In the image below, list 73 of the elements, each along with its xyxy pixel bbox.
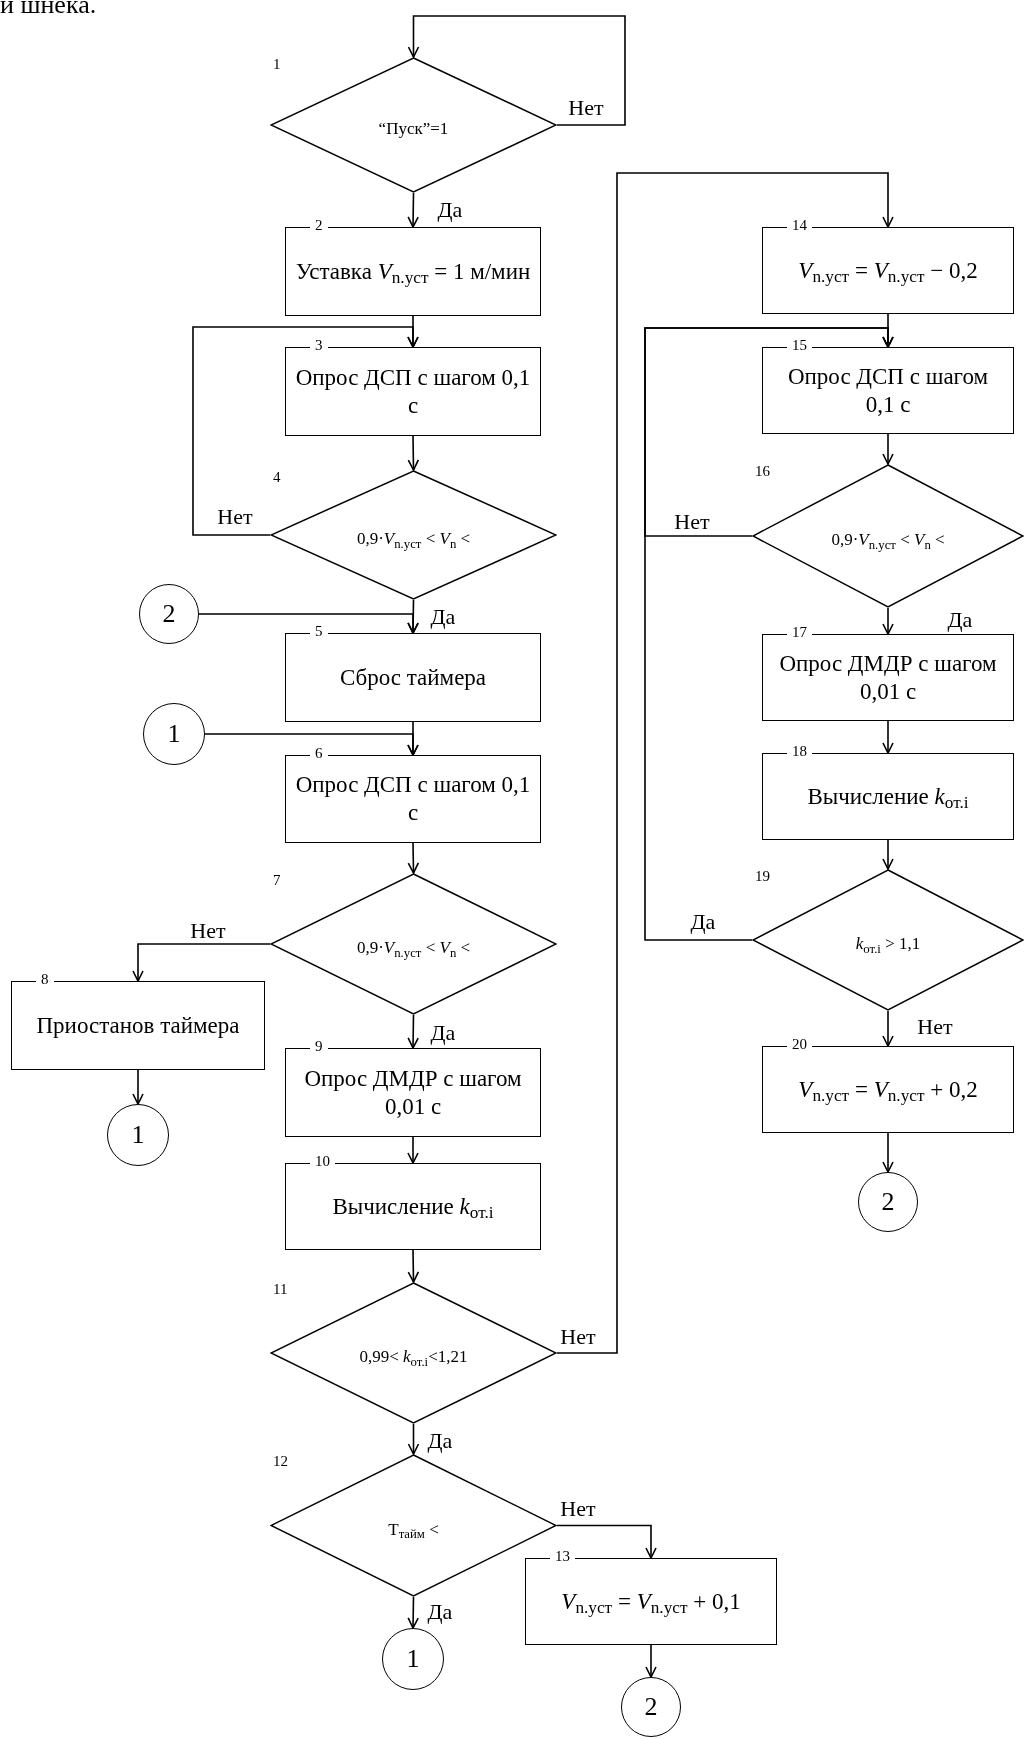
step-number: 4 (270, 470, 284, 485)
arrow (407, 1136, 419, 1164)
condition-text: 0,9·V$_{n.уст}$ < V$_{n}$ < (356, 528, 471, 550)
arrow (556, 1524, 657, 1559)
condition-text: 0,99< k$_{от.i}$<1,21 (359, 1346, 468, 1368)
step-number: 10 (310, 1154, 335, 1169)
step-text: Уставка V$_{n.уст}$ = 1 м/мин (295, 257, 531, 286)
step-number: 7 (270, 873, 284, 888)
step-number: 18 (787, 744, 812, 759)
condition-text: Т$_{тайм}$ < (388, 1518, 439, 1541)
step-number: 8 (36, 972, 54, 987)
arrow (407, 1249, 420, 1283)
arrow (644, 327, 894, 941)
decision-diamond (752, 464, 1024, 608)
condition-text: “Пуск”=1 (378, 118, 449, 140)
step-text: Опрос ДМДР с шагом 0,01 с (303, 1064, 523, 1121)
step-number: 20 (787, 1037, 812, 1052)
arrow (198, 613, 419, 634)
step-number: 13 (550, 1549, 575, 1564)
arrow (882, 720, 894, 754)
step-text: Опрос ДСП с шагом 0,1 с (294, 363, 532, 420)
step-number: 15 (787, 338, 812, 353)
connector-number: 2 (162, 601, 176, 627)
connector-number: 2 (644, 1694, 658, 1720)
step-number: 14 (787, 218, 812, 233)
arrow (407, 1596, 419, 1629)
arrow (132, 1069, 144, 1105)
arrow (645, 1644, 657, 1678)
decision-diamond (270, 1454, 557, 1597)
arrow (882, 1132, 894, 1173)
condition-text: 0,9·V$_{n.уст}$ < V$_{n}$ < (831, 529, 945, 551)
step-number: 9 (310, 1039, 328, 1054)
step-text: V$_{n.уст}$ = V$_{n.уст}$ + 0,1 (561, 1587, 741, 1616)
arrow (407, 1014, 419, 1049)
decision-diamond (270, 470, 557, 600)
connector-number: 1 (131, 1122, 145, 1148)
step-text: Сброс таймера (339, 663, 487, 692)
connector-number: 1 (406, 1646, 420, 1672)
arrow (882, 433, 894, 465)
arrow (407, 435, 420, 471)
step-text: V$_{n.уст}$ = V$_{n.уст}$ + 0,2 (798, 1075, 978, 1104)
arrow (407, 1423, 420, 1455)
connector-number: 2 (881, 1189, 895, 1215)
step-text: Вычисление k$_{от.i}$ (807, 782, 969, 811)
step-number: 6 (310, 746, 328, 761)
arrow (407, 842, 420, 874)
arrow (882, 839, 894, 870)
step-text: Приостанов таймера (36, 1011, 240, 1040)
decision-diamond (270, 1282, 557, 1424)
arrow (132, 943, 271, 982)
step-number: 3 (310, 338, 328, 353)
step-number: 5 (310, 624, 328, 639)
connector-number: 1 (167, 721, 181, 747)
condition-text: k$_{от.i}$ > 1,1 (855, 933, 921, 955)
step-text: Опрос ДМДР с шагом 0,01 с (778, 649, 998, 706)
caption-fragment: и шнека. (0, 0, 97, 18)
arrow (882, 1010, 894, 1047)
arrow (204, 733, 419, 756)
step-number: 2 (310, 218, 328, 233)
step-text: Вычисление k$_{от.i}$ (332, 1192, 494, 1221)
step-text: Опрос ДСП с шагом 0,1 с (786, 362, 990, 419)
step-text: V$_{n.уст}$ = V$_{n.уст}$ − 0,2 (798, 256, 978, 285)
arrow (407, 192, 419, 228)
condition-text: 0,9·V$_{n.уст}$ < V$_{n}$ < (356, 937, 471, 959)
decision-diamond (270, 57, 557, 193)
step-text: Опрос ДСП с шагом 0,1 с (294, 771, 532, 827)
arrow (556, 172, 894, 1354)
arrow (407, 15, 626, 126)
decision-diamond (270, 873, 557, 1015)
arrow (192, 326, 419, 536)
step-number: 17 (787, 625, 812, 640)
decision-diamond (752, 869, 1024, 1011)
arrow (882, 607, 894, 635)
